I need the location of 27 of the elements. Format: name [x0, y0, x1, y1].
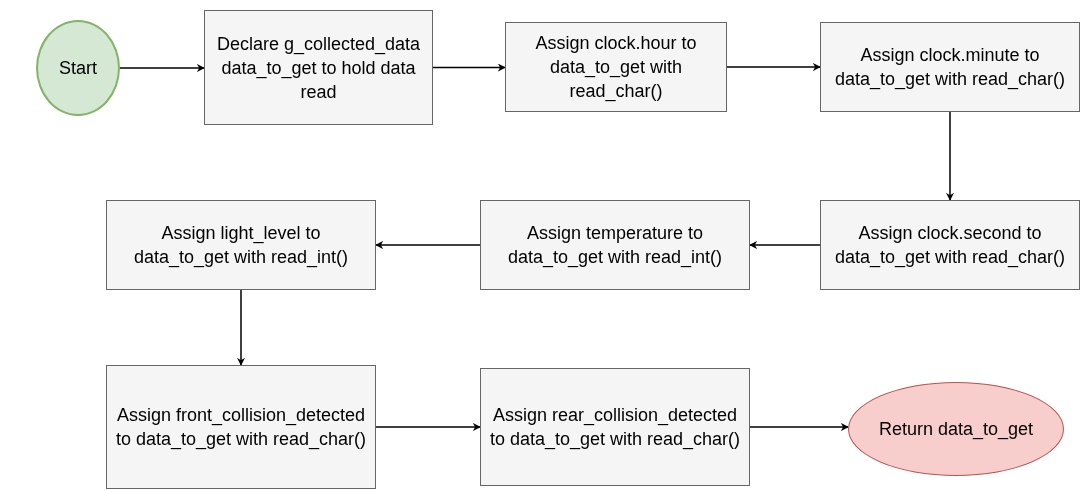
node-label: Assign light_level to data_to_get with read_int(): [132, 222, 350, 269]
arrow: [749, 423, 849, 431]
arrow: [119, 64, 205, 72]
arrow: [726, 63, 821, 71]
node-label: Assign clock.hour to data_to_get with read_char(): [534, 32, 698, 103]
process-box: [480, 200, 750, 290]
process-box: [480, 368, 750, 486]
arrow: [375, 423, 481, 431]
process-box: [106, 200, 376, 290]
process-box: [820, 200, 1080, 290]
node-label: Declare g_collected_data data_to_get to hold data read: [215, 32, 422, 104]
node-label: Assign clock.second to data_to_get with read_char(): [833, 222, 1067, 269]
arrow: [432, 63, 506, 72]
node-label: Start: [59, 57, 97, 80]
arrow: [375, 241, 481, 249]
node-label: Return data_to_get: [878, 418, 1034, 441]
arrow: [749, 241, 821, 249]
arrow: [237, 289, 245, 366]
node-label: Assign clock.minute to data_to_get with read_char(): [833, 44, 1067, 91]
arrow: [946, 111, 954, 201]
process-box: [820, 22, 1080, 112]
node-label: Assign temperature to data_to_get with read_int(): [506, 222, 724, 269]
process-box: [106, 365, 376, 489]
node-label: Assign front_collision_detected to data_to_get with read_char(): [114, 404, 368, 451]
process-box: [204, 10, 433, 125]
process-box: [505, 22, 727, 112]
node-label: Assign rear_collision_detected to data_to_get with read_char(): [488, 404, 742, 451]
